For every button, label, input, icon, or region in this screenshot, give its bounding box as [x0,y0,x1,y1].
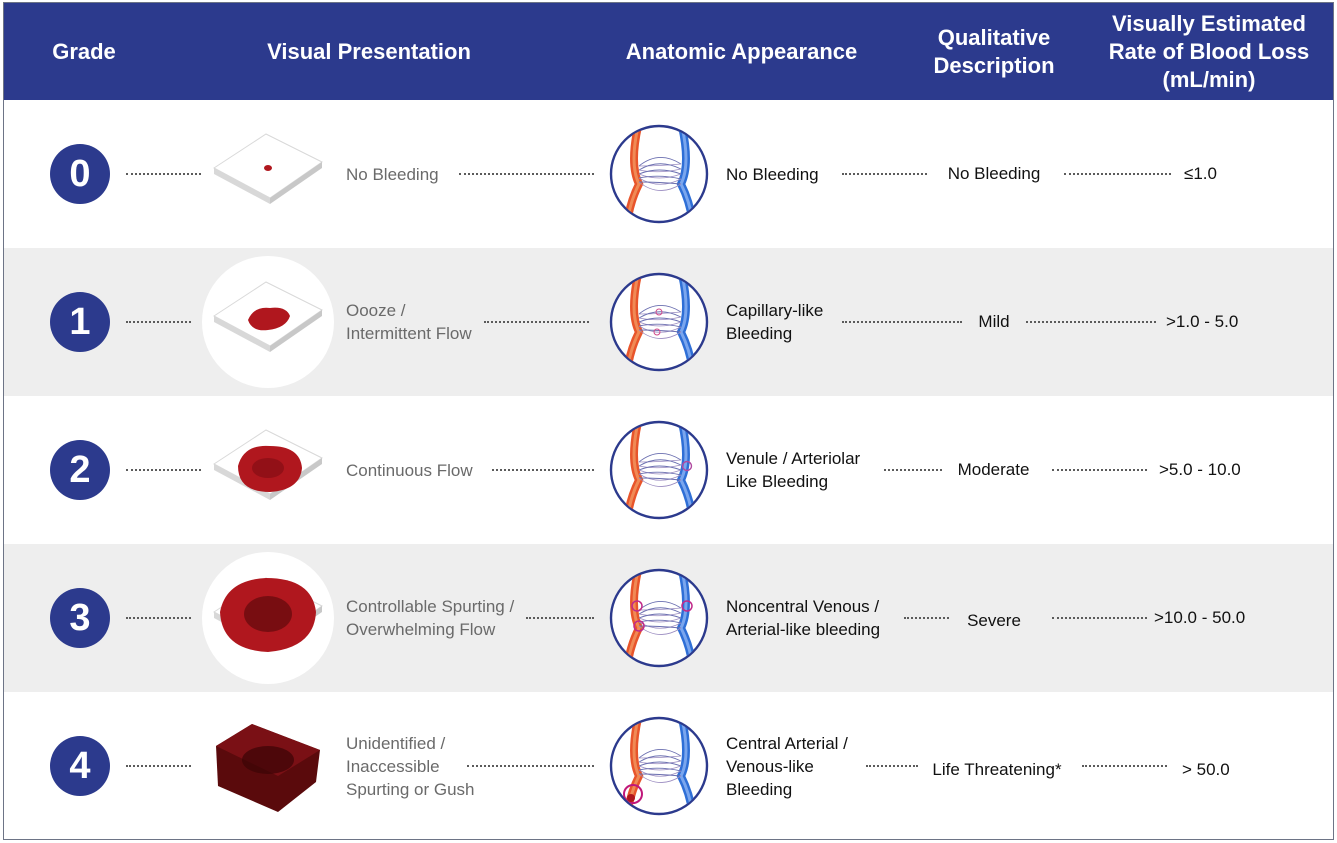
header-visual-presentation: Visual Presentation [267,38,471,64]
table-row: 0 No Bleeding No Bleeding No Bleeding ≤1… [4,100,1333,248]
visual-presentation-text: Unidentified / Inaccessible Spurting or … [346,734,475,799]
dotted-leader [126,617,191,619]
gauze-icon [208,124,326,224]
table-row: 4 Unidentified / Inaccessible Spurting o… [4,692,1333,840]
dotted-leader [126,469,201,471]
dotted-leader [866,765,918,767]
blood-loss-rate-text: >1.0 - 5.0 [1166,312,1239,331]
grade-badge: 4 [50,736,110,796]
visual-presentation-text: No Bleeding [346,164,439,184]
vessel-diagram-icon [609,124,709,224]
table-header: Grade Visual Presentation Anatomic Appea… [4,3,1333,100]
blood-loss-rate-text: ≤1.0 [1184,164,1217,183]
qualitative-description-text: Moderate [957,460,1030,479]
qualitative-description-text: Severe [967,611,1021,630]
anatomic-appearance-text: No Bleeding [726,164,819,184]
table-row: 1 Oooze / Intermittent Flow Capillary-li… [4,248,1333,396]
grade-badge: 1 [50,292,110,352]
dotted-leader [467,765,594,767]
vessel-diagram-icon [609,272,709,372]
header-qualitative-description: Qualitative Description [933,24,1055,78]
dotted-leader [459,173,594,175]
dotted-leader [842,321,962,323]
header-anatomic-appearance: Anatomic Appearance [625,38,858,64]
dotted-leader [1064,173,1171,175]
dotted-leader [526,617,594,619]
table-row: 3 Controllable Spurting / Overwhelming F… [4,544,1333,692]
qualitative-description-text: Mild [978,312,1010,331]
grading-table: Grade Visual Presentation Anatomic Appea… [3,2,1334,840]
dotted-leader [126,173,201,175]
visual-presentation-text: Controllable Spurting / Overwhelming Flo… [346,597,515,639]
anatomic-appearance-text: Capillary-like Bleeding [726,301,824,343]
dotted-leader [1026,321,1156,323]
qualitative-description-text: Life Threatening* [932,760,1062,779]
vessel-diagram-icon [609,716,709,816]
dotted-leader [842,173,927,175]
vessel-diagram-icon [609,420,709,520]
gauze-icon [208,420,326,520]
dotted-leader [484,321,589,323]
blood-loss-rate-text: >5.0 - 10.0 [1159,460,1241,479]
dotted-leader [1082,765,1167,767]
qualitative-description-text: No Bleeding [947,164,1041,183]
grade-badge: 3 [50,588,110,648]
header-rate-of-blood-loss: Visually Estimated Rate of Blood Loss (m… [1108,10,1310,92]
anatomic-appearance-text: Central Arterial / Venous-like Bleeding [726,734,848,799]
gauze-icon [208,716,326,816]
visual-presentation-text: Oooze / Intermittent Flow [346,301,472,343]
gauze-icon [208,568,326,668]
dotted-leader [1052,617,1147,619]
visual-presentation-text: Continuous Flow [346,460,473,480]
dotted-leader [904,617,949,619]
table-row: 2 Continuous Flow Venule / Arteriolar Li… [4,396,1333,544]
blood-loss-rate-text: > 50.0 [1182,760,1230,779]
anatomic-appearance-text: Noncentral Venous / Arterial-like bleedi… [726,597,881,639]
grade-badge: 0 [50,144,110,204]
anatomic-appearance-text: Venule / Arteriolar Like Bleeding [726,449,861,491]
dotted-leader [126,321,191,323]
grade-badge: 2 [50,440,110,500]
blood-loss-rate-text: >10.0 - 50.0 [1154,608,1246,627]
gauze-icon [208,272,326,372]
header-grade: Grade [52,38,116,64]
dotted-leader [492,469,594,471]
dotted-leader [1052,469,1147,471]
dotted-leader [884,469,942,471]
vessel-diagram-icon [609,568,709,668]
dotted-leader [126,765,191,767]
